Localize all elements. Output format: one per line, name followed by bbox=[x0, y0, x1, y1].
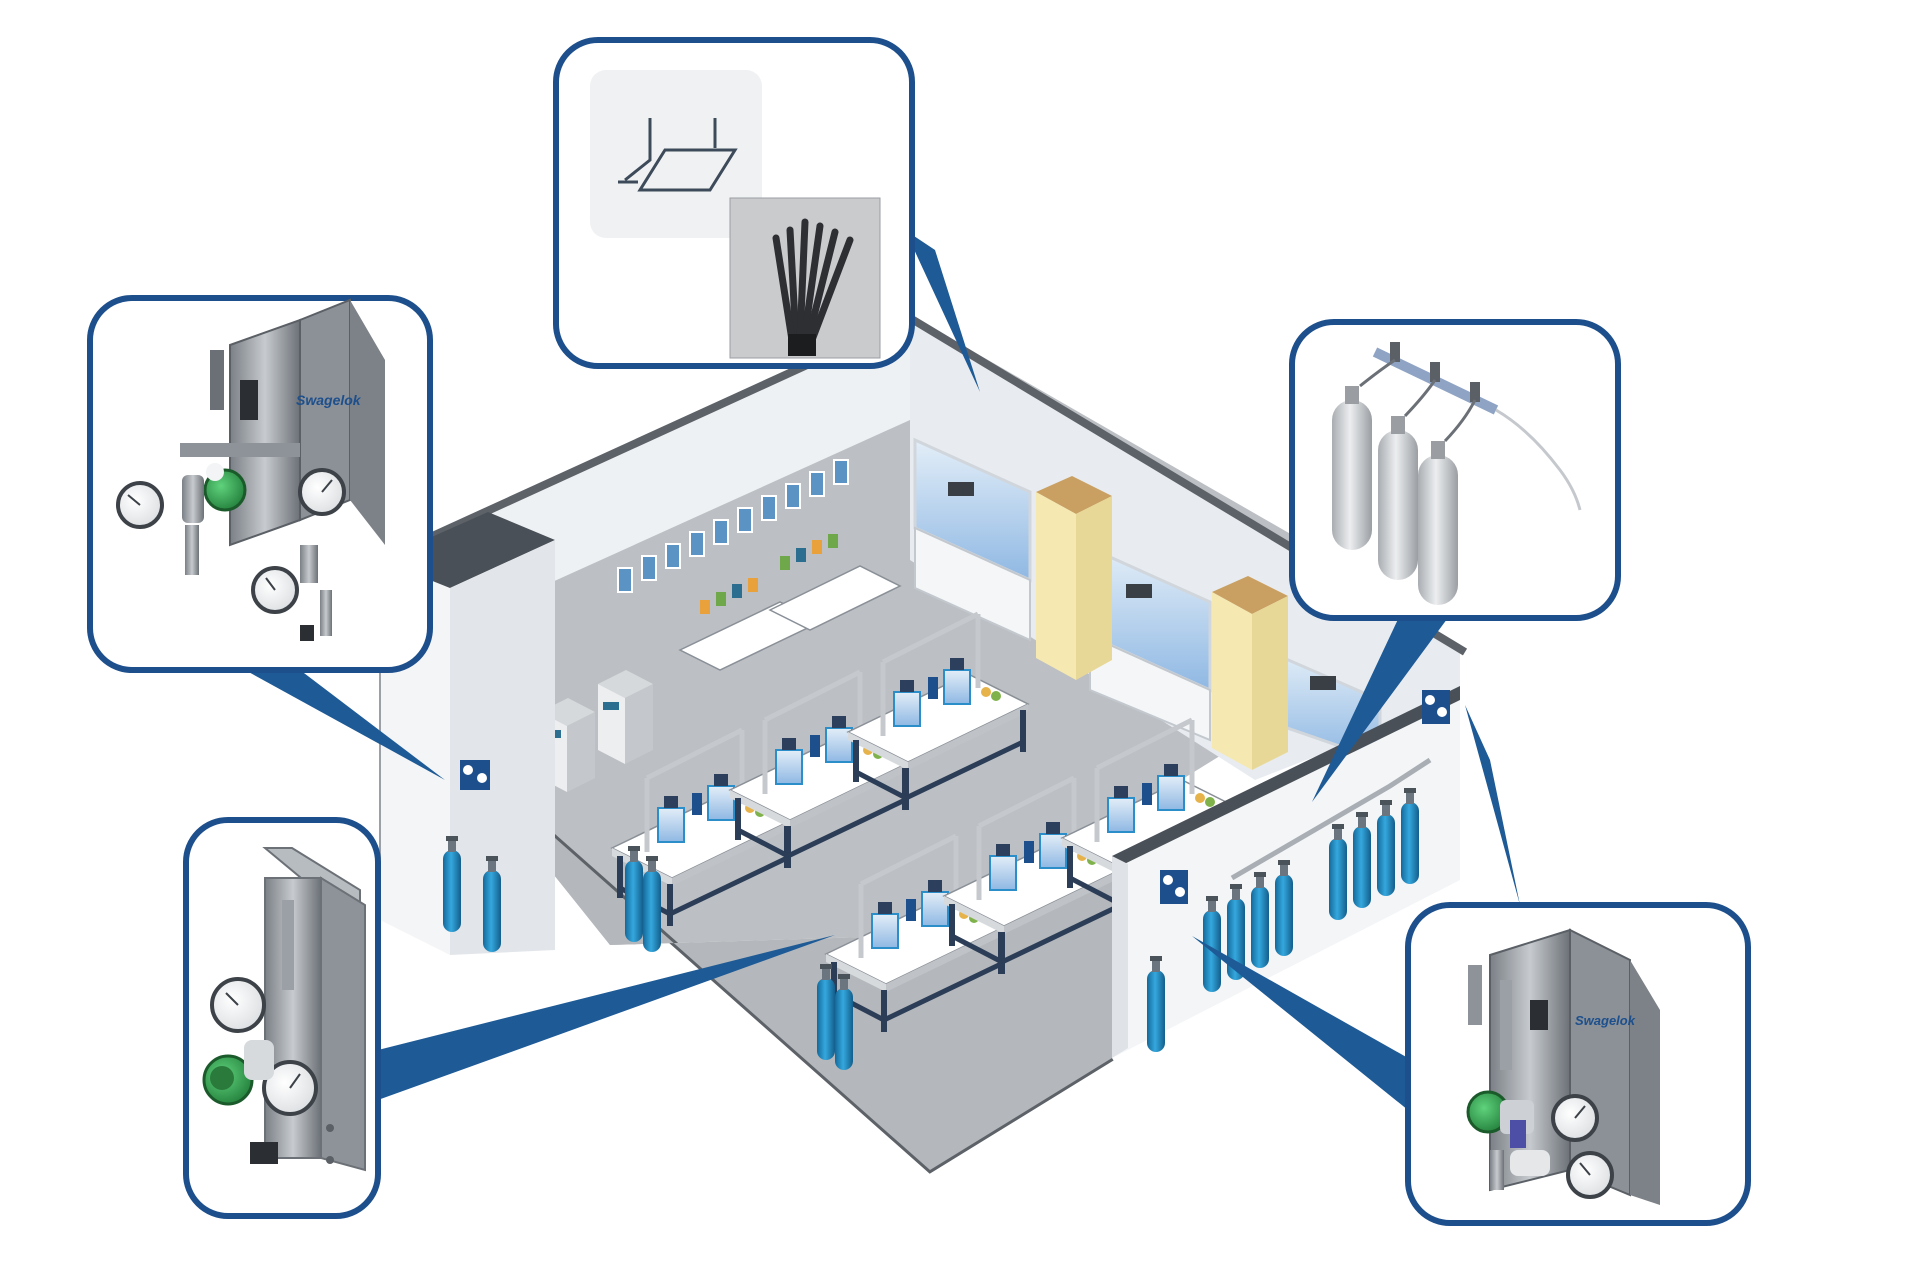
point-of-use-panel-illustration bbox=[202, 847, 366, 1172]
panel-logo-text: Swagelok bbox=[296, 392, 362, 408]
gas-tank bbox=[1418, 441, 1458, 605]
hose-bundle-photo bbox=[729, 197, 881, 359]
left-wall-gas-panel bbox=[460, 760, 490, 790]
wall-panel-callout-left: Swagelok bbox=[87, 295, 433, 673]
gas-tank bbox=[1378, 416, 1418, 580]
panel-logo-text-right: Swagelok bbox=[1575, 1013, 1636, 1028]
point-of-use-panel-callout bbox=[183, 817, 381, 1219]
back-shelving bbox=[678, 534, 902, 671]
photo-toggle-icon[interactable] bbox=[590, 70, 762, 238]
cylinder-manifold-callout bbox=[1289, 319, 1621, 621]
wall-panel-callout-right: Swagelok bbox=[1405, 902, 1751, 1226]
hose-bundle-callout bbox=[553, 37, 915, 369]
callout-pointers bbox=[245, 230, 1520, 1110]
right-wall-gas-panel bbox=[1160, 870, 1188, 904]
wall-windows bbox=[617, 459, 849, 593]
gas-panel-illustration: Swagelok bbox=[116, 298, 385, 641]
right-wall-gas-panel bbox=[1422, 690, 1450, 724]
fume-hood bbox=[913, 437, 1032, 642]
gas-panel-illustration: Swagelok bbox=[1466, 928, 1660, 1205]
back-right-wall bbox=[910, 318, 1460, 780]
cylinder-manifold-illustration bbox=[1332, 342, 1582, 605]
gas-tank bbox=[1332, 386, 1372, 550]
structural-column bbox=[1036, 476, 1112, 680]
structural-column bbox=[1212, 576, 1288, 770]
